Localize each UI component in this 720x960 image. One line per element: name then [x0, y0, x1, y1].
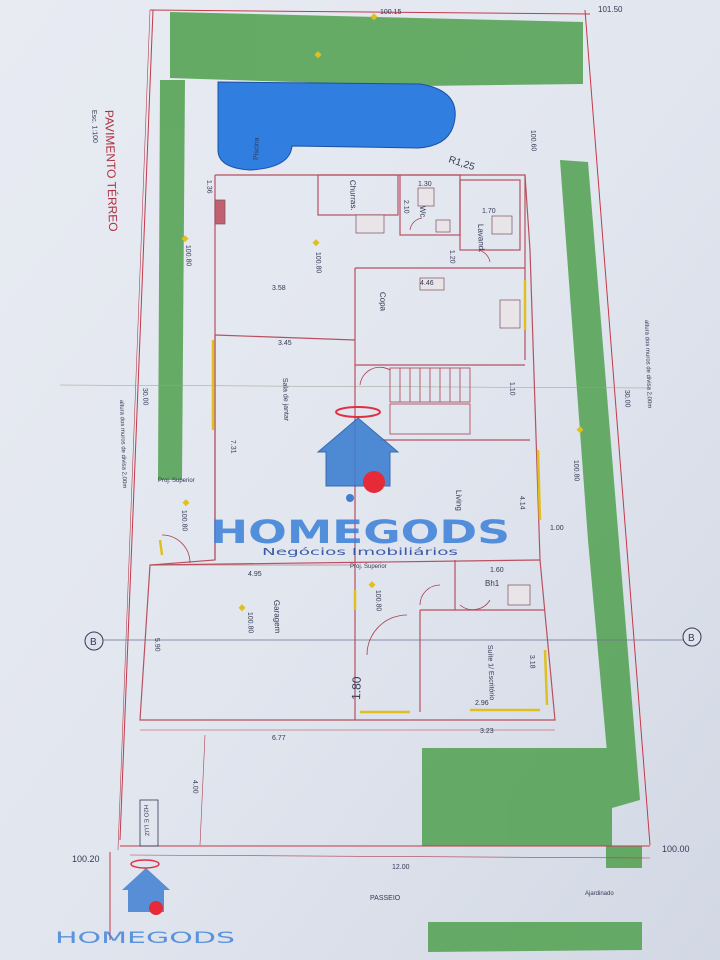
site-boundary — [109, 9, 651, 940]
dim-677: 6.77 — [272, 735, 286, 742]
roof-ring-icon — [335, 406, 381, 418]
grass-areas — [158, 12, 642, 952]
meter-box-label: H2O E LUZ — [142, 805, 149, 837]
watermark-tagline: Negócios Imobiliários — [262, 546, 458, 558]
dim-400: 4.00 — [191, 780, 198, 794]
dim-180: 1.80 — [349, 676, 364, 700]
level-corner-left: 100.20 — [72, 854, 100, 864]
section-marker-right — [682, 627, 702, 647]
dim-323: 3.23 — [480, 728, 494, 735]
note-proj-superior-2: Proj. Superior — [350, 564, 387, 570]
note-muro-right: altura dos muros de divisa 2,00m — [643, 320, 652, 409]
room-lavanderia: Lavand. — [476, 224, 486, 253]
small-house-icon — [122, 868, 170, 912]
dimension-lines — [117, 9, 651, 859]
door-swings — [161, 217, 491, 656]
dim-318: 3.18 — [528, 655, 535, 669]
dim-136: 1.36 — [205, 180, 212, 194]
level-2: 100.80 — [314, 252, 322, 274]
house-icon — [316, 417, 400, 487]
room-garagem: Garagem — [272, 600, 282, 634]
dim-495: 4.95 — [248, 571, 262, 578]
dim-414: 4.14 — [518, 496, 525, 510]
note-muro-left: altura dos muros de divisa 2,00m — [118, 400, 127, 489]
room-bh1: Bh1 — [485, 579, 500, 588]
window-marks — [158, 280, 549, 714]
level-1: 100.80 — [184, 245, 192, 267]
drawing-title: PAVIMENTO TÉRREO — [102, 110, 121, 232]
level-3: 100.80 — [180, 510, 188, 532]
room-jardim: Ajardinado — [585, 891, 614, 897]
room-suite: Suíte 1/ Escritório — [486, 645, 495, 701]
watermark-logo: HOMEGODS Negócios Imobiliários — [210, 406, 510, 558]
room-living: Living — [454, 490, 464, 511]
pool: Piscina — [217, 81, 456, 171]
dim-160: 1.60 — [490, 567, 504, 574]
watermark-logo-small: HOMEGODS — [55, 859, 235, 947]
dim-3000a: 30.00 — [141, 388, 149, 406]
dim-3000b: 30.00 — [623, 390, 631, 408]
dim-358: 3.58 — [272, 285, 286, 292]
level-5: 100.80 — [246, 612, 254, 634]
dim-590: 5.90 — [153, 638, 160, 652]
level-7: 100.60 — [529, 130, 537, 152]
meter-box: H2O E LUZ — [139, 799, 159, 847]
building-walls — [139, 174, 556, 721]
dim-731: 7.31 — [229, 440, 236, 454]
level-markers: 100.80 100.80 100.80 100.80 100.80 100.8… — [72, 130, 690, 864]
small-roof-ring-icon — [130, 859, 160, 869]
dim-100: 1.00 — [550, 525, 564, 532]
staircase — [389, 367, 471, 435]
room-churrasqueira: Churras. — [348, 180, 358, 211]
dim-top: 100.15 — [380, 9, 402, 16]
level-symbols — [181, 13, 584, 612]
pool-label: Piscina — [253, 137, 261, 160]
note-proj-superior-1: Proj. Superior — [158, 478, 195, 484]
section-marker-right-label: B — [688, 633, 695, 644]
room-wc: Wc — [418, 206, 427, 218]
dimension-texts: 4.95 6.77 2.96 3.23 1.80 3.58 3.45 7.31 … — [141, 5, 631, 871]
room-passeio: PASSEIO — [370, 895, 401, 902]
drawing-scale: Esc. 1:100 — [90, 110, 98, 143]
blue-dot-icon — [346, 494, 354, 502]
room-jantar: Sala de jantar — [281, 378, 290, 422]
section-marker-left-label: B — [90, 637, 97, 648]
red-dot-icon — [363, 471, 385, 493]
level-4: 100.80 — [374, 590, 382, 612]
dim-1200: 12.00 — [392, 864, 410, 871]
dim-446: 4.46 — [420, 280, 434, 287]
level-6: 100.80 — [572, 460, 580, 482]
section-marker-left — [84, 631, 104, 651]
dim-296: 2.96 — [475, 700, 489, 707]
dim-top-right: 101.50 — [598, 5, 623, 14]
watermark-brand-small: HOMEGODS — [55, 928, 235, 947]
level-corner-right: 100.00 — [662, 844, 690, 854]
fixtures — [214, 187, 531, 606]
section-markers: B B — [84, 627, 702, 651]
dim-110: 1.10 — [508, 382, 515, 396]
dim-170: 1.70 — [482, 208, 496, 215]
room-copa: Copa — [378, 292, 388, 312]
dim-210: 2.10 — [402, 200, 409, 214]
watermark-brand: HOMEGODS — [210, 513, 510, 551]
dim-130: 1.30 — [418, 181, 432, 188]
drawing-title-group: PAVIMENTO TÉRREO Esc. 1:100 — [90, 110, 121, 232]
dim-120: 1.20 — [448, 250, 455, 264]
dim-345: 3.45 — [278, 340, 292, 347]
small-red-dot-icon — [149, 901, 163, 915]
room-labels: Churras. Wc Lavand. Copa Sala de jantar … — [272, 180, 614, 902]
